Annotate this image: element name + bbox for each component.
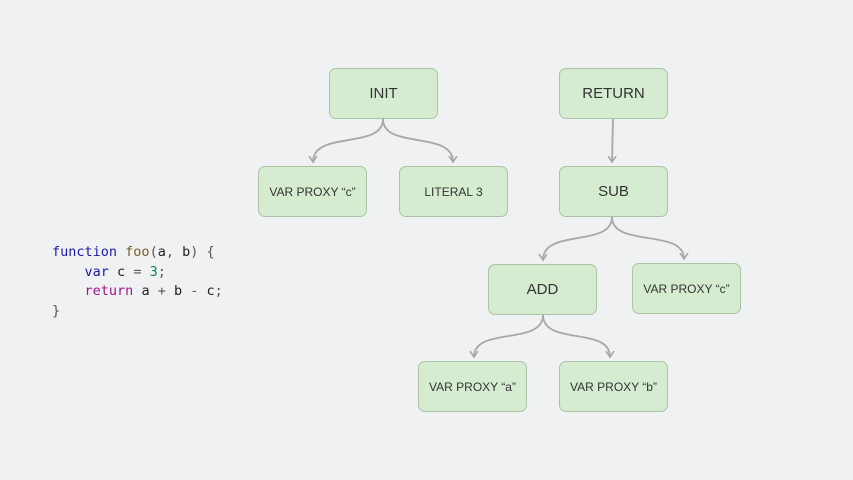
edge-sub-to-add: [543, 216, 613, 260]
edge-sub-to-var-proxy-c: [611, 216, 684, 259]
edge-return-to-sub: [612, 118, 613, 162]
node-add: ADD: [488, 264, 597, 315]
node-return: RETURN: [559, 68, 668, 119]
code-line: function foo(a, b) {: [52, 243, 223, 263]
code-token: (: [149, 244, 158, 260]
code-token: b: [182, 244, 191, 260]
code-token: -: [182, 283, 207, 299]
code-line: var c = 3;: [52, 263, 223, 283]
source-code: function foo(a, b) { var c = 3; return a…: [52, 243, 223, 321]
code-token: ) {: [190, 244, 215, 260]
edge-add-to-var-proxy-b: [542, 314, 610, 357]
edge-add-to-var-proxy-a: [474, 314, 544, 357]
code-token: 3: [149, 263, 158, 280]
node-var-proxy-b: VAR PROXY “b”: [559, 361, 668, 412]
code-token: ;: [157, 263, 166, 280]
node-var-proxy-a: VAR PROXY “a”: [418, 361, 527, 412]
code-token: var: [84, 263, 109, 280]
edge-init-to-var-proxy-c: [313, 118, 384, 162]
code-line: }: [52, 302, 223, 322]
code-token: }: [52, 302, 61, 319]
node-var-proxy-c-right: VAR PROXY “c”: [632, 263, 741, 314]
node-var-proxy-c-left: VAR PROXY “c”: [258, 166, 367, 217]
code-token: =: [125, 263, 150, 280]
node-init: INIT: [329, 68, 438, 119]
code-line: return a + b - c;: [52, 282, 223, 302]
node-sub: SUB: [559, 166, 668, 217]
edge-init-to-literal-3: [382, 118, 453, 162]
code-token: c: [206, 283, 215, 299]
node-literal-3: LITERAL 3: [399, 166, 508, 217]
code-token: ,: [165, 244, 183, 260]
code-token: a: [157, 244, 166, 260]
code-token: return: [84, 283, 134, 299]
code-token: function: [52, 244, 118, 260]
code-token: +: [149, 283, 174, 299]
code-token: b: [173, 283, 183, 299]
code-token: a: [141, 283, 150, 299]
code-token: ;: [214, 283, 223, 299]
code-token: c: [117, 263, 126, 280]
code-token: foo: [125, 244, 150, 260]
